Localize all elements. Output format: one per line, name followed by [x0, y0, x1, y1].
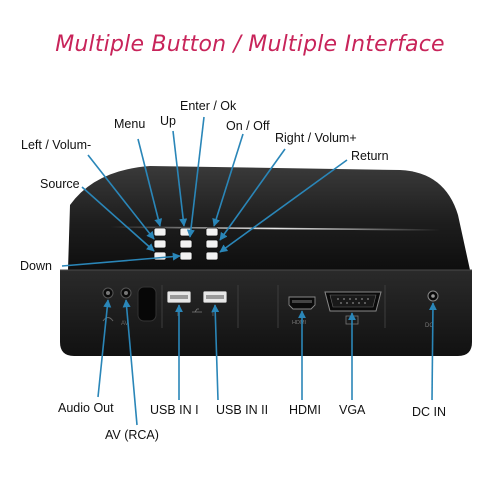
port-audio-out: [102, 287, 114, 322]
callout-arrows-buttons: [61, 116, 348, 267]
callout-enter-ok: Enter / Ok: [180, 99, 237, 113]
callout-audio-out: Audio Out: [58, 401, 114, 415]
callout-left-volume-down: Left / Volum-: [21, 138, 92, 152]
callout-hdmi: HDMI: [289, 403, 321, 417]
port-dc-in: [427, 290, 439, 302]
callout-right-volume-up: Right / Volum+: [275, 131, 357, 145]
top-sheen: [109, 226, 441, 231]
panel-marking-dc: DC: [425, 323, 434, 329]
ir-sensor: [137, 286, 157, 322]
port-hdmi: [288, 296, 316, 310]
callout-av-rca: AV (RCA): [105, 428, 159, 442]
callout-usb-in-2: USB IN II: [216, 403, 269, 417]
button-left: [153, 239, 167, 249]
panel-marking-usb-2: II: [212, 311, 216, 318]
callout-down: Down: [20, 259, 52, 273]
callout-vga: VGA: [339, 403, 366, 417]
button-enter: [179, 239, 193, 249]
callout-usb-in-1: USB IN I: [150, 403, 199, 417]
button-menu: [153, 227, 167, 237]
button-down: [179, 251, 193, 261]
callout-up: Up: [160, 114, 176, 128]
callout-menu: Menu: [114, 117, 146, 131]
callout-arrows-ports: [97, 299, 437, 426]
headline: Multiple Button / Multiple Interface: [55, 32, 445, 57]
callout-dc-in: DC IN: [412, 405, 447, 419]
projector-top: [68, 166, 470, 270]
port-av-rca: [120, 287, 132, 299]
callout-source: Source: [40, 177, 80, 191]
port-usb-2: [202, 290, 228, 304]
callout-on-off: On / Off: [226, 119, 270, 133]
callout-return: Return: [351, 149, 389, 163]
button-on-off: [205, 227, 219, 237]
port-vga: [324, 291, 382, 312]
usb-symbol-icon: [192, 308, 202, 313]
button-pad: [153, 227, 219, 261]
projector-front: [60, 270, 472, 356]
panel-marking-usb-1: I: [177, 311, 179, 318]
button-right: [205, 239, 219, 249]
button-return: [205, 251, 219, 261]
port-usb-1: [166, 290, 192, 304]
panel-marking-av: AV: [121, 321, 129, 327]
panel-marking-hdmi: HDMI: [292, 320, 307, 326]
